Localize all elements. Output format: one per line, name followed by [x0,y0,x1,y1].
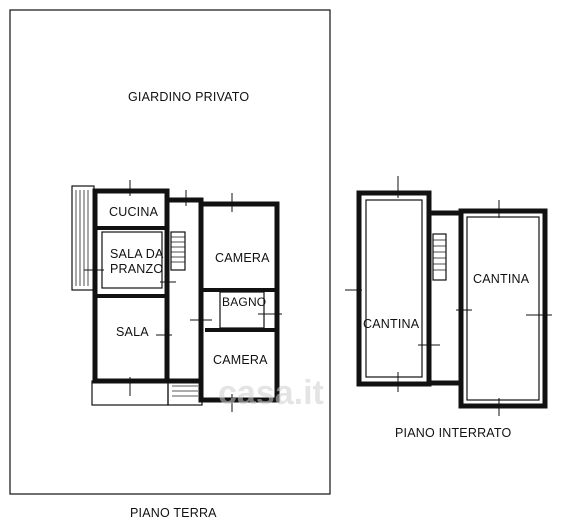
porch-steps [172,385,198,397]
lot-boundary [9,9,331,495]
basement-window-marks [345,176,552,416]
room-label-dining-2: PRANZO [110,262,163,276]
cellar-left-inner [365,199,423,378]
room-label-living: SALA [116,325,149,339]
cellar-left-outer [356,190,432,387]
room-label-cellar-left: CANTINA [363,317,420,331]
internal-stair-treads [171,236,185,263]
room-label-bedroom-top: CAMERA [215,251,270,265]
room-label-kitchen: CUCINA [109,205,159,219]
window-marks [84,180,282,412]
ground-floor-plan [71,180,282,412]
connector-room [426,210,464,386]
cellar-right-outer [458,208,548,409]
room-label-bedroom-bottom: CAMERA [213,353,268,367]
room-label-dining-1: SALA DA [110,247,164,261]
basement-stair [432,233,447,281]
watermark: casa.it [218,374,324,412]
cellar-right-inner [466,216,540,401]
basement-plan [345,176,552,416]
corridor-outer [164,197,204,384]
room-label-bathroom: BAGNO [222,295,266,309]
garden-label: GIARDINO PRIVATO [128,90,249,104]
room-label-cellar-right: CANTINA [473,272,530,286]
floor-label-basement: PIANO INTERRATO [395,426,512,440]
left-block-outer [92,188,170,384]
internal-stair [170,231,186,271]
floor-label-ground: PIANO TERRA [130,506,217,520]
bottom-porch-right [167,380,203,406]
basement-stair-treads [433,239,446,271]
dining-inner-box [101,231,163,289]
right-block-outer [198,201,280,403]
left-veranda [71,185,95,291]
